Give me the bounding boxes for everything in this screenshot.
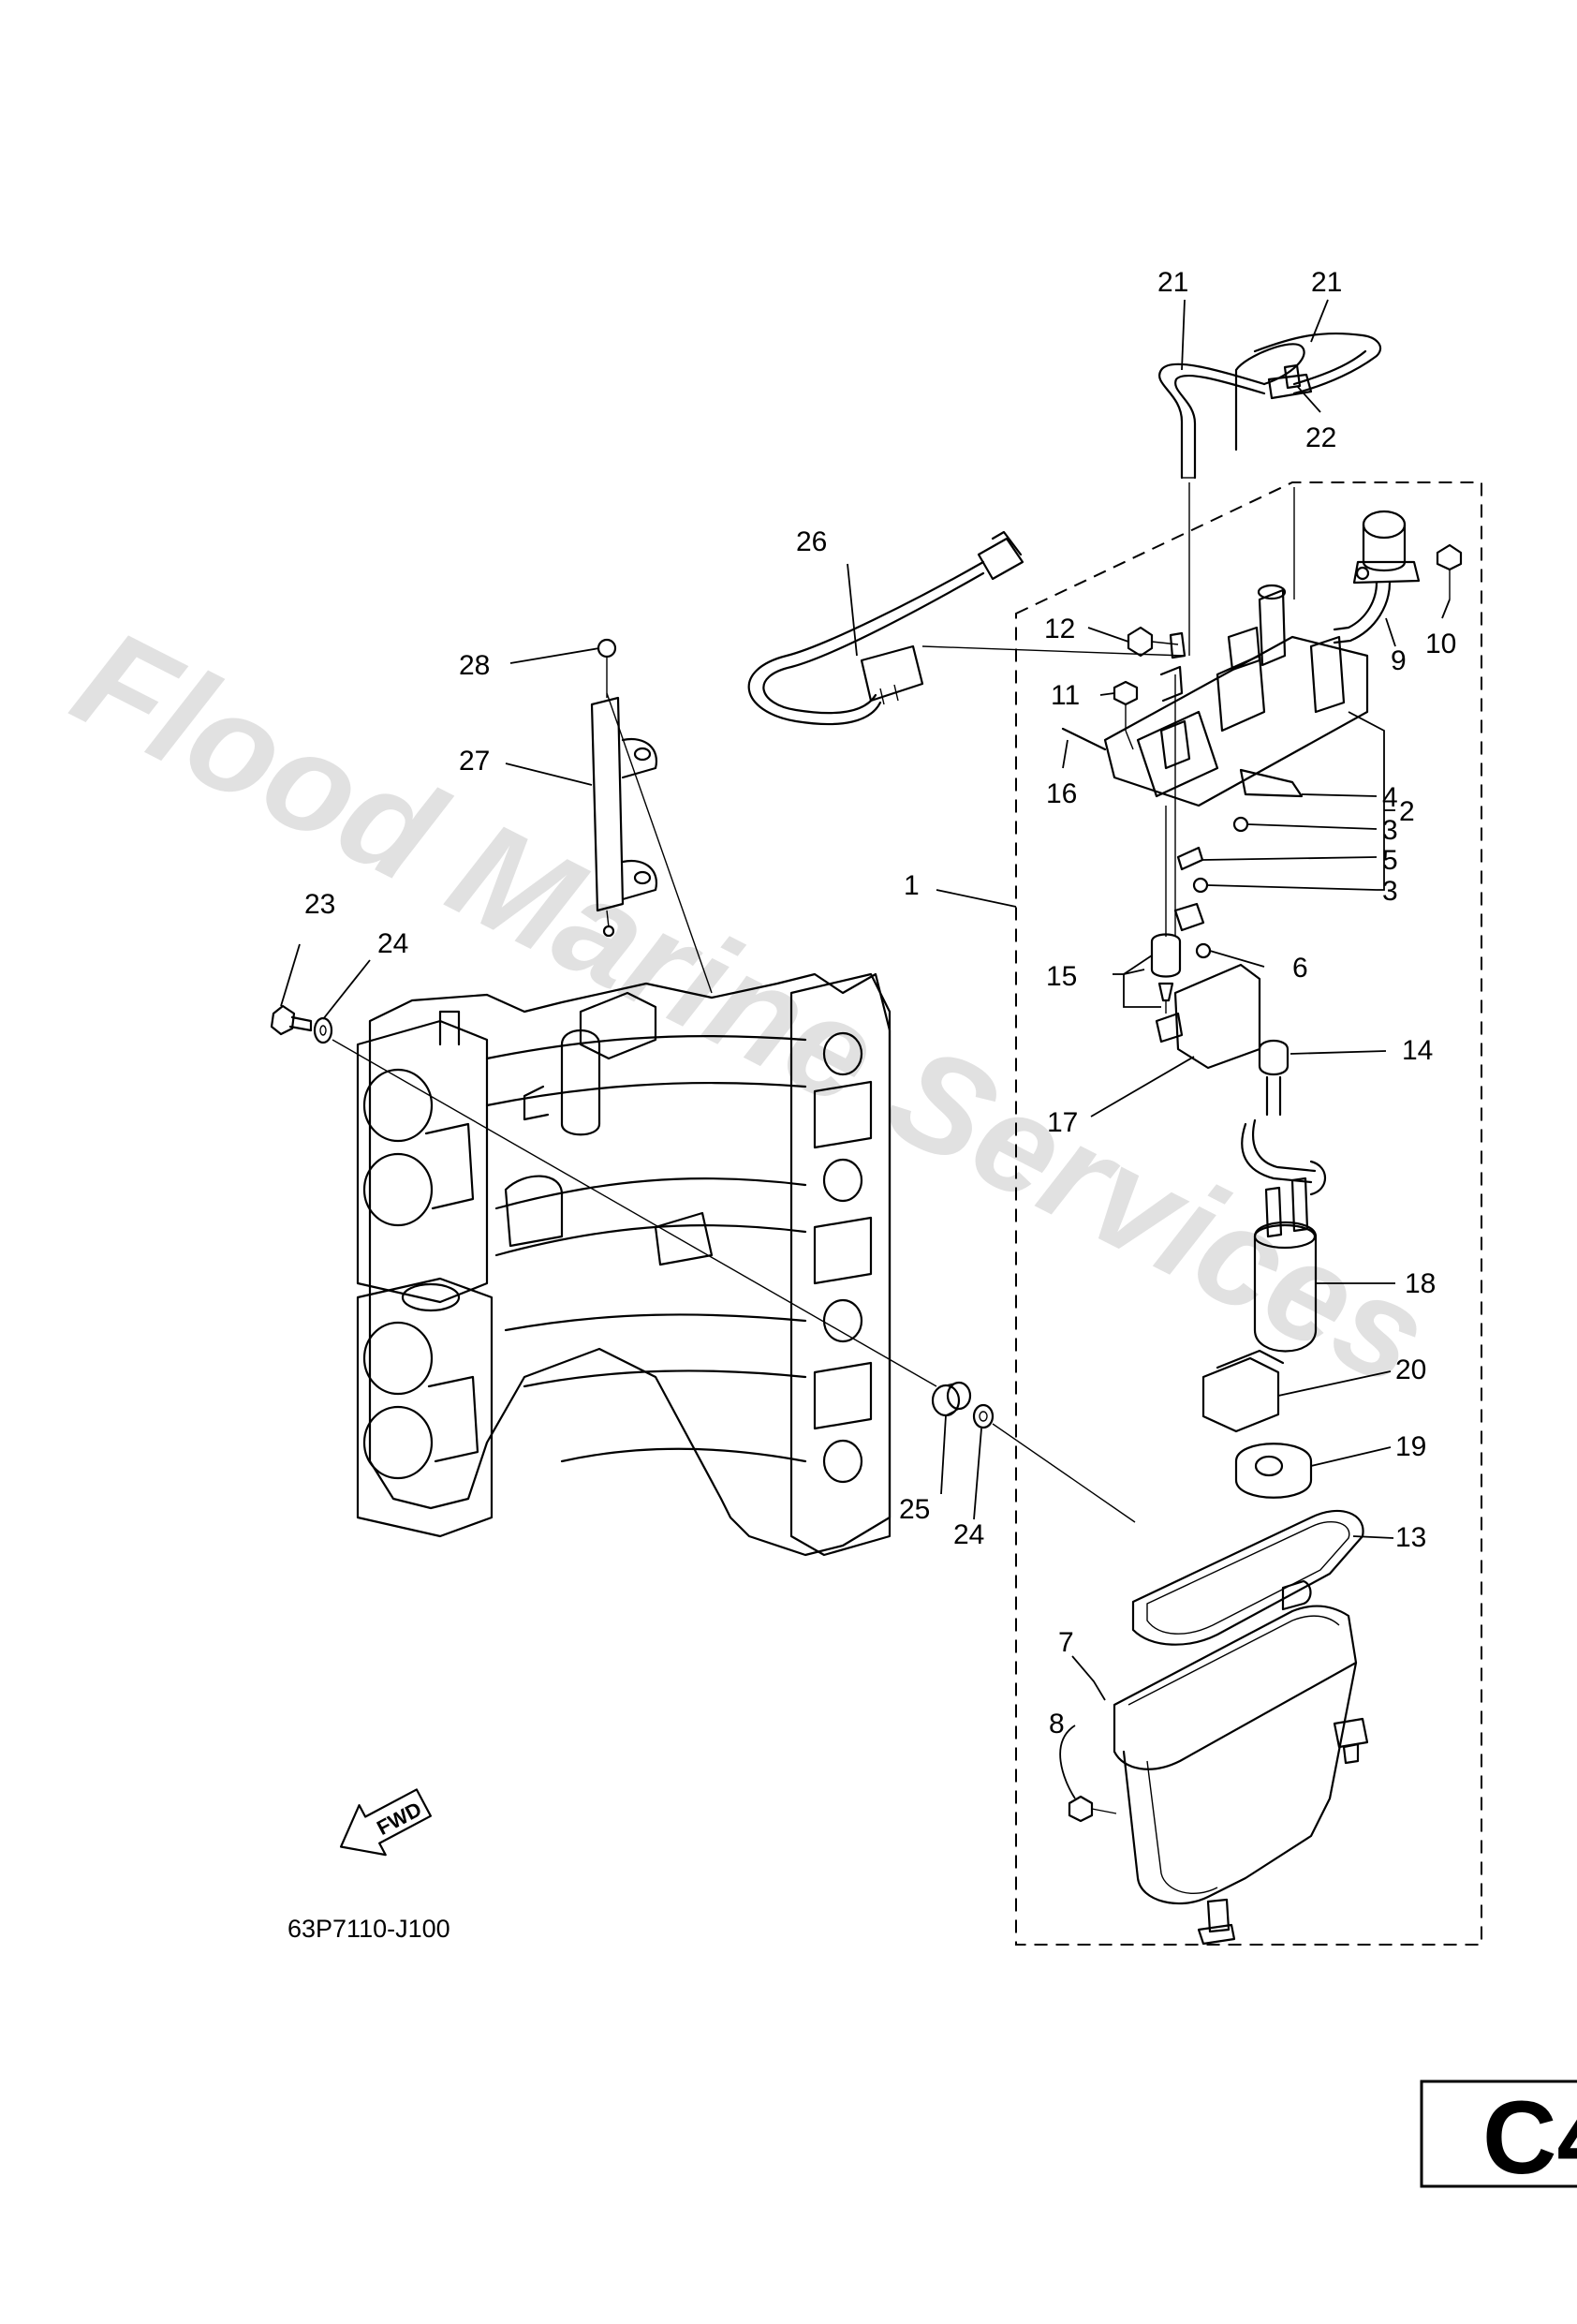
- callout-21-right: 21: [1311, 267, 1342, 298]
- fwd-arrow: FWD: [339, 1788, 432, 1857]
- intake-manifold-part: [356, 972, 892, 1557]
- callout-22: 22: [1305, 422, 1336, 453]
- callout-19: 19: [1395, 1431, 1426, 1462]
- part-11-screw: [1113, 680, 1139, 731]
- callout-14: 14: [1402, 1035, 1433, 1066]
- part-20-filter: [1201, 1349, 1285, 1433]
- callout-23: 23: [304, 889, 335, 920]
- part-3-screw-lower: [1192, 877, 1209, 894]
- callout-12: 12: [1044, 614, 1075, 644]
- callout-2: 2: [1399, 796, 1415, 827]
- callout-28: 28: [459, 650, 490, 681]
- part-15-float-valve: [1150, 806, 1182, 1014]
- part-24-washer-upper: [313, 1016, 333, 1044]
- callout-17: 17: [1047, 1107, 1078, 1138]
- callout-25: 25: [899, 1494, 930, 1525]
- part-6-screw: [1195, 942, 1212, 959]
- callout-16: 16: [1046, 778, 1077, 809]
- callout-4: 4: [1382, 782, 1398, 813]
- part-25-grommet: [931, 1381, 972, 1417]
- callout-18: 18: [1405, 1268, 1436, 1299]
- callout-3-lower: 3: [1382, 876, 1398, 907]
- callout-21-left: 21: [1157, 267, 1188, 298]
- part-14-grommet: [1258, 1039, 1290, 1117]
- callout-8: 8: [1049, 1709, 1065, 1739]
- drawing-code: 63P7110-J100: [287, 1915, 450, 1943]
- callout-10: 10: [1425, 629, 1456, 659]
- callout-24-upper: 24: [377, 928, 408, 959]
- alignment-line-grommet: [992, 1423, 1136, 1523]
- part-23-bolt: [270, 1004, 313, 1036]
- clip-bracket: [1173, 902, 1205, 932]
- callout-7: 7: [1058, 1627, 1074, 1658]
- callout-20: 20: [1395, 1354, 1426, 1385]
- callout-24-lower: 24: [953, 1519, 984, 1550]
- callout-26: 26: [796, 526, 827, 557]
- callout-3-upper: 3: [1382, 815, 1398, 846]
- callout-1: 1: [904, 870, 920, 901]
- part-4-gasket: [1239, 768, 1304, 798]
- part-3-screw-upper: [1232, 816, 1249, 833]
- part-13-gasket: [1131, 1509, 1364, 1646]
- part-2-separator-cover: [1103, 584, 1369, 807]
- alignment-line-screw: [1125, 730, 1134, 750]
- callout-9: 9: [1391, 645, 1407, 676]
- part-5-clip: [1176, 846, 1204, 871]
- part-19-holder: [1234, 1443, 1313, 1499]
- part-18-fuel-pump: [1241, 1118, 1326, 1353]
- leader-lines: [280, 299, 1451, 1799]
- part-7-separator-body: [1113, 1579, 1369, 1946]
- page-code-box: [1420, 2080, 1577, 2188]
- callout-labels: 21 21 22 26 28 27 23 24 1 12 11 16 9 10 …: [304, 267, 1456, 1739]
- callout-27: 27: [459, 746, 490, 777]
- part-21-hose: [1158, 332, 1382, 480]
- part-22-tee-joint: [1267, 363, 1313, 400]
- part-17-float: [1155, 963, 1261, 1070]
- part-26-wire-harness: [747, 530, 1186, 726]
- callout-13: 13: [1395, 1522, 1426, 1553]
- callout-15: 15: [1046, 961, 1077, 992]
- callout-6: 6: [1292, 953, 1308, 984]
- page-code: C4: [1482, 2080, 1577, 2196]
- part-8-screw: [1068, 1795, 1117, 1823]
- alignment-line-rail: [606, 692, 713, 994]
- alignment-line-bolt: [332, 1039, 937, 1387]
- part-12-fitting: [1127, 626, 1186, 659]
- part-10-bolt: [1436, 543, 1463, 600]
- part-28-bolt: [597, 638, 617, 688]
- part-9-pressure-regulator: [1333, 510, 1421, 644]
- callout-5: 5: [1382, 845, 1398, 876]
- callout-11: 11: [1051, 680, 1080, 711]
- part-16-pin: [1061, 727, 1107, 751]
- part-24-washer-lower: [972, 1403, 995, 1429]
